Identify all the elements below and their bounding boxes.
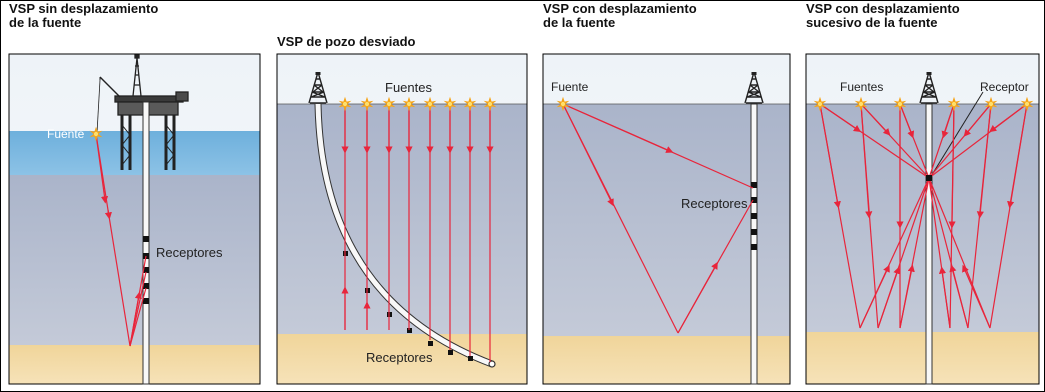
panel-3-vsp-offset-source: Fuente Receptores bbox=[542, 53, 791, 385]
receiver-pointer bbox=[929, 91, 984, 179]
receiver-marker-icon bbox=[751, 213, 757, 219]
panel-3-title: VSP con desplazamiento de la fuente bbox=[543, 1, 697, 30]
receiver-marker-icon bbox=[926, 175, 932, 181]
receiver-marker-icon bbox=[143, 267, 149, 273]
receiver-marker-icon bbox=[143, 236, 149, 242]
subsurface-layer bbox=[277, 104, 527, 334]
subsurface-layer bbox=[543, 104, 790, 336]
wellbore bbox=[142, 101, 150, 385]
receiver-marker-icon bbox=[751, 197, 757, 203]
panel-4-title: VSP con desplazamiento sucesivo de la fu… bbox=[806, 1, 960, 30]
panel-2-vsp-deviated-well: Fuentes Receptores bbox=[276, 53, 528, 385]
receivers-label: Receptores bbox=[156, 245, 223, 260]
receiver-marker-icon bbox=[751, 229, 757, 235]
ray-paths bbox=[95, 133, 147, 347]
receiver-marker-icon bbox=[448, 350, 453, 355]
receiver-markers bbox=[751, 182, 757, 250]
panel-1-vsp-zero-offset: Fuente Receptores bbox=[8, 53, 261, 385]
receiver-marker-icon bbox=[751, 244, 757, 250]
sea-layer bbox=[9, 131, 260, 175]
sand-layer bbox=[543, 336, 790, 384]
receivers-label: Receptores bbox=[681, 196, 748, 211]
ray-paths bbox=[341, 104, 494, 362]
panel-2-title: VSP de pozo desviado bbox=[277, 34, 416, 49]
receiver-marker-icon bbox=[468, 356, 473, 361]
receiver-marker-icon bbox=[407, 328, 412, 333]
wellbore bbox=[925, 103, 933, 385]
subsurface-layer bbox=[806, 104, 1039, 332]
receivers-label: Receptores bbox=[366, 350, 433, 365]
subsurface-layer bbox=[9, 175, 260, 345]
source-label: Fuente bbox=[551, 80, 589, 94]
receiver-marker-icon bbox=[143, 298, 149, 304]
sources-label: Fuentes bbox=[840, 80, 883, 94]
panel-4-vsp-walkaway: Fuentes Receptor bbox=[805, 53, 1040, 385]
receiver-marker-icon bbox=[751, 182, 757, 188]
ray-paths bbox=[562, 103, 754, 334]
sand-layer bbox=[806, 332, 1039, 384]
offshore-platform-icon bbox=[96, 54, 189, 170]
ray-paths bbox=[819, 103, 1028, 329]
receiver-label: Receptor bbox=[980, 80, 1029, 94]
panel-1-title: VSP sin desplazamiento de la fuente bbox=[9, 1, 159, 30]
sand-layer bbox=[9, 345, 260, 384]
sources-label: Fuentes bbox=[385, 80, 432, 95]
source-label: Fuente bbox=[47, 127, 85, 141]
receiver-marker-icon bbox=[428, 341, 433, 346]
receiver-marker-icon bbox=[143, 283, 149, 289]
